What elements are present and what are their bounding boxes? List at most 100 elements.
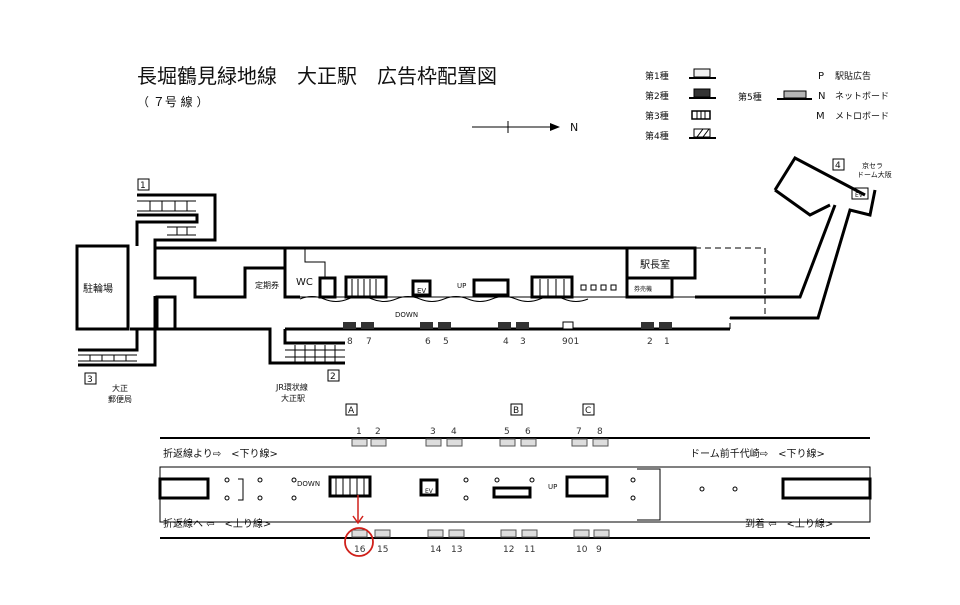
platform-panel-label: 5	[504, 427, 510, 437]
legend-type5-label: 第5種	[738, 91, 762, 103]
concourse-panel-label: 5	[443, 337, 449, 347]
north-arrow-icon	[472, 121, 560, 133]
concourse-panel-4	[498, 322, 511, 329]
concourse-panel-label: 6	[425, 337, 431, 347]
legend-name-n: ネットボード	[835, 91, 889, 102]
platform-panel-label: 7	[576, 427, 582, 437]
wc-label: WC	[296, 277, 313, 288]
concourse-panel-label: 7	[366, 337, 372, 347]
concourse-panel-label: 3	[520, 337, 526, 347]
highlight-circle-icon	[344, 527, 374, 557]
exit-2-label: 2	[330, 372, 336, 382]
concourse-panel-label: 4	[503, 337, 509, 347]
exit-4-ev-label: EV	[855, 192, 864, 199]
concourse-panel-1	[659, 322, 672, 329]
exit-3-stairs-icon	[78, 354, 137, 362]
platform-box-b: B	[513, 406, 519, 416]
platform-panel-8	[592, 438, 609, 447]
platform-panel-12	[500, 529, 517, 538]
exit-2-dest-line2: 大正駅	[281, 393, 305, 403]
exit-4-dest-line1: 京セラ	[862, 161, 883, 170]
platform-box-c: C	[585, 406, 591, 416]
up-escalator-icon	[472, 278, 510, 297]
concourse-panel-2	[641, 322, 654, 329]
exit-1-stairs-icon	[137, 200, 196, 236]
concourse-panel-label: 901	[562, 337, 579, 347]
bicycle-parking-label: 駐輪場	[83, 282, 113, 295]
legend-type1-label: 第1種	[645, 70, 669, 82]
platform-panel-6	[520, 438, 537, 447]
concourse-panel-label: 2	[647, 337, 653, 347]
concourse-panels	[343, 321, 672, 330]
platform-panel-label: 12	[503, 545, 514, 555]
platform-panel-1	[351, 438, 368, 447]
exit-1-box	[137, 178, 150, 191]
platform-panel-10	[573, 529, 590, 538]
exit-3-dest-line2: 郵便局	[108, 394, 132, 404]
bicycle-parking-room	[75, 244, 130, 331]
concourse-panel-901	[562, 321, 574, 330]
concourse-map: 駐輪場 1 2 JR環状線 大正駅 3 大正 郵便局 定期券 WC	[75, 156, 892, 404]
exit-4-dest-line2: ドーム大阪	[857, 170, 892, 179]
platform-panel-label: 9	[596, 545, 602, 555]
commuter-pass-office-label: 定期券	[255, 280, 279, 290]
down-label: DOWN	[395, 311, 418, 319]
exit-4-label: 4	[835, 161, 841, 171]
platform-panel-5	[499, 438, 516, 447]
type5-panel-icon	[777, 90, 812, 100]
platform-panel-label: 13	[451, 545, 462, 555]
platform-panel-14	[427, 529, 444, 538]
ticket-machine-area	[625, 276, 674, 299]
platform-panel-label: 16	[354, 545, 366, 555]
up-label: UP	[457, 282, 466, 290]
legend-name-m: メトロボード	[835, 111, 889, 122]
type4-panel-icon	[689, 128, 716, 139]
platform-panel-3	[425, 438, 442, 447]
legend-type2-label: 第2種	[645, 90, 669, 102]
exit-2-stairs-icon	[285, 345, 345, 362]
platform-panel-13	[448, 529, 465, 538]
legend-code-n: N	[818, 91, 825, 102]
ticket-machine-label: 券売機	[634, 285, 652, 293]
type1-panel-icon	[689, 68, 716, 79]
platform-panel-label: 10	[576, 545, 588, 555]
legend-type3-label: 第3種	[645, 110, 669, 122]
platform-panel-label: 3	[430, 427, 436, 437]
concourse-panel-8	[343, 322, 356, 329]
platform-up-label: UP	[548, 483, 557, 491]
concourse-panel-label: 8	[347, 337, 353, 347]
platform-panel-2	[370, 438, 387, 447]
platform-panel-label: 15	[377, 545, 388, 555]
concourse-panel-7	[361, 322, 374, 329]
ev-icon	[411, 279, 432, 297]
exit-4-box	[832, 158, 845, 171]
platform-panel-label: 8	[597, 427, 603, 437]
concourse-panel-5	[438, 322, 451, 329]
concourse-panel-3	[516, 322, 529, 329]
platform-panel-label: 2	[375, 427, 381, 437]
exit-2-dest-line1: JR環状線	[275, 382, 308, 392]
platform-down-label: DOWN	[297, 480, 320, 488]
legend-code-m: M	[816, 111, 825, 122]
exit-1-label: 1	[140, 181, 146, 191]
legend-name-p: 駅貼広告	[835, 70, 871, 82]
platform-panel-label: 11	[524, 545, 535, 555]
ticket-gates-icon	[580, 284, 617, 291]
platform-panel-9	[593, 529, 610, 538]
exit-3-label: 3	[87, 375, 93, 385]
exit-2-box	[327, 369, 340, 382]
stairs-icon	[530, 275, 574, 299]
platform-bottom-right-text: 到着 ⇦ <上り線>	[745, 517, 833, 530]
platform-bottom-left-text: 折返線へ ⇦ <上り線>	[163, 517, 271, 530]
highlight-arrow-icon	[352, 495, 364, 525]
exit-3-dest-line1: 大正	[112, 383, 128, 393]
legend-type4-label: 第4種	[645, 130, 669, 142]
exit-3-box	[84, 372, 97, 385]
concourse-panel-6	[420, 322, 433, 329]
concourse-panel-label: 1	[664, 337, 670, 347]
north-label: N	[570, 121, 578, 134]
platform-box-a: A	[348, 406, 355, 416]
page-title: 長堀鶴見緑地線 大正駅 広告枠配置図	[137, 64, 497, 88]
